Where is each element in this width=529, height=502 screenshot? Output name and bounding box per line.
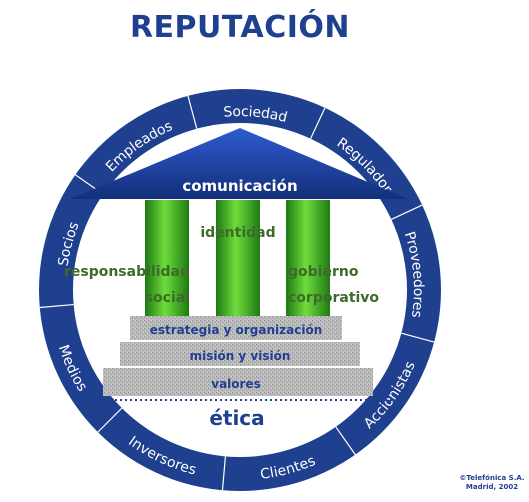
foundation-label: ética [209,406,264,430]
step-estrategia [130,316,342,340]
step-label-mision: misión y visión [190,349,291,363]
ring-divider [221,456,227,491]
roof-label: comunicación [182,177,297,195]
ring-divider [310,107,326,139]
step-valores [103,368,373,396]
ring-divider [97,407,123,433]
copyright-line1: ©Telefónica S.A. [459,474,525,482]
pillar-label-gobierno: gobierno [288,264,359,280]
step-label-valores: valores [211,377,260,391]
temple-roof [70,128,408,199]
pillar-label-responsabilidad: responsabilidad [64,264,190,280]
ring-divider [401,332,435,343]
ring-divider [335,426,356,455]
step-mision [120,342,360,366]
copyright: ©Telefónica S.A. Madrid, 2002 [455,474,529,492]
pillar-label-social: social [145,290,190,306]
pillar-left [145,200,189,316]
ring-dividers [39,95,435,491]
copyright-line2: Madrid, 2002 [465,483,519,491]
pillar-label-identidad: identidad [200,225,275,241]
pillar-right [286,200,330,316]
pillar-center [216,200,260,316]
pillar-label-corporativo: corporativo [288,290,379,306]
ring-divider [39,303,74,309]
ring-divider [187,95,198,129]
step-label-estrategia: estrategia y organización [150,323,323,337]
ring-divider [391,204,423,220]
page-title: REPUTACIÓN [129,10,351,45]
temple: comunicación identidad responsabilidad s… [64,128,408,430]
